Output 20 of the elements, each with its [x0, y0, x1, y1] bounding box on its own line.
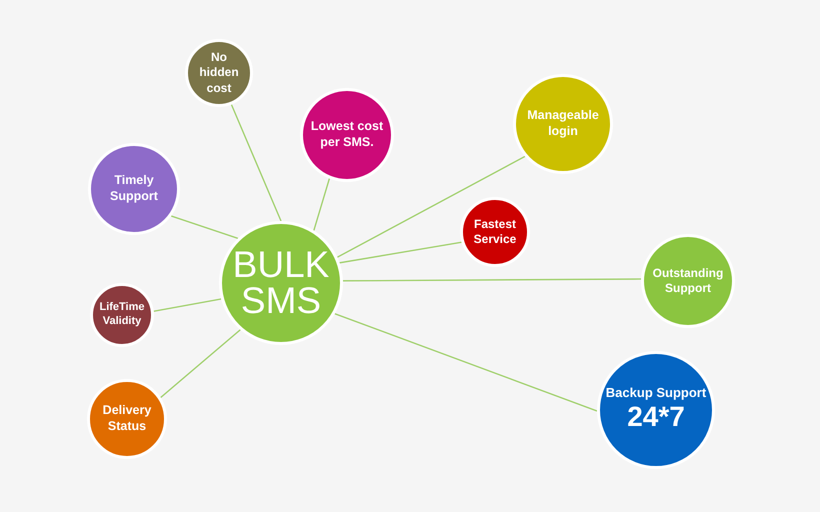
circle-label: Fastest Service [472, 217, 518, 247]
circle-label: Lowest cost per SMS. [310, 119, 384, 151]
connector-line [337, 156, 526, 258]
circle-label: LifeTime Validity [98, 301, 146, 329]
connector-line [313, 178, 330, 231]
circle-label: Backup Support [604, 386, 708, 402]
central-title: BULK SMS [232, 246, 330, 320]
connector-line [340, 242, 462, 264]
connector-line [342, 278, 642, 282]
connector-line [160, 329, 241, 398]
connector-line [230, 104, 282, 222]
connector-line [171, 215, 238, 240]
circle-value: 24*7 [626, 401, 686, 434]
circle-label: Outstanding Support [652, 266, 724, 296]
circle-label: Timely Support [109, 173, 159, 205]
connector-line [334, 313, 598, 412]
circle-label: Manageable login [526, 108, 600, 140]
circle-label: No hidden cost [198, 50, 240, 96]
circle-label: Delivery Status [102, 403, 152, 435]
connector-line [154, 298, 222, 312]
